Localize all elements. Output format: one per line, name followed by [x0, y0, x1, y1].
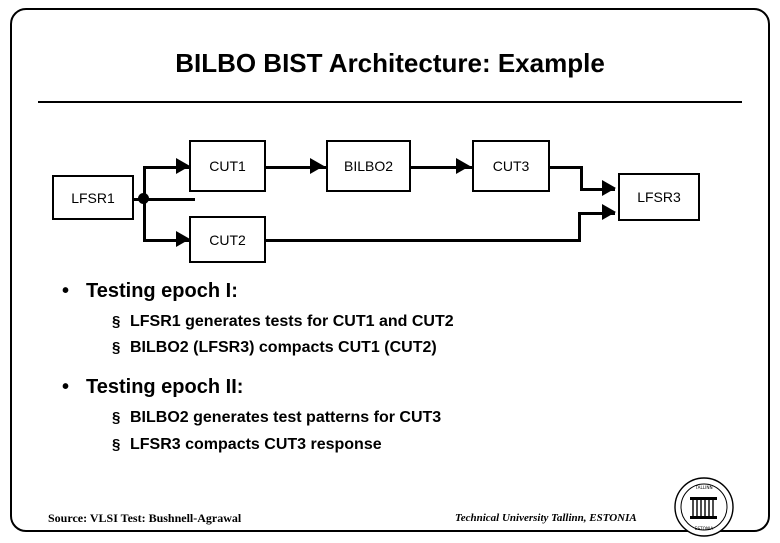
wire-cut3-down — [580, 166, 583, 191]
sub-bullet-epoch-2-item-2-text: LFSR3 compacts CUT3 response — [130, 435, 382, 453]
block-cut3: CUT3 — [472, 140, 550, 192]
arrowhead-cut2-in — [176, 231, 190, 247]
wire-lfsr1-fanout — [143, 166, 146, 242]
block-cut2-label: CUT2 — [209, 231, 246, 248]
page-title: BILBO BIST Architecture: Example — [175, 48, 605, 78]
wire-to-lfsr3-top — [580, 188, 615, 191]
wire-to-lfsr3-bottom — [578, 212, 615, 215]
block-lfsr1-label: LFSR1 — [71, 189, 115, 206]
wire-junction-dot — [138, 193, 149, 204]
arrowhead-bilbo2-in — [310, 158, 324, 174]
sub-bullet-epoch-2-item-1-text: BILBO2 generates test patterns for CUT3 — [130, 409, 442, 427]
sub-bullet-epoch-1-item-2: § BILBO2 (LFSR3) compacts CUT1 (CUT2) — [112, 336, 780, 359]
bullet-epoch-2-text: Testing epoch II: — [86, 376, 244, 399]
sub-bullet-marker: § — [112, 435, 121, 453]
block-cut1: CUT1 — [189, 140, 266, 192]
wire-cut2-up — [578, 212, 581, 242]
slide-border — [10, 8, 770, 532]
sub-bullet-marker: § — [112, 409, 121, 427]
wire-bilbo2-to-cut3 — [410, 166, 472, 169]
bullet-marker: • — [62, 280, 70, 302]
block-cut2: CUT2 — [189, 216, 266, 263]
sub-bullet-epoch-1-item-1: § LFSR1 generates tests for CUT1 and CUT2 — [112, 310, 780, 333]
arrowhead-cut1-in — [176, 158, 190, 174]
university-seal-logo: TALLINN ESTONIA — [673, 476, 735, 538]
arrowhead-lfsr3-in-bottom — [602, 204, 616, 220]
block-cut3-label: CUT3 — [492, 158, 530, 174]
wire-cut2-to-lfsr3 — [265, 239, 580, 242]
affiliation-text: Technical University Tallinn, ESTONIA — [455, 512, 637, 524]
block-lfsr3: LFSR3 — [618, 173, 700, 221]
wire-lfsr1-out — [133, 198, 195, 201]
arrowhead-cut3-in — [456, 158, 470, 174]
sub-bullet-marker: § — [112, 313, 121, 330]
sub-bullet-epoch-2-item-1: § BILBO2 generates test patterns for CUT3 — [112, 406, 780, 429]
sub-bullet-marker: § — [112, 339, 121, 357]
wire-to-cut2 — [143, 239, 191, 242]
block-lfsr3-label: LFSR3 — [637, 189, 681, 205]
block-cut1-label: CUT1 — [209, 158, 246, 174]
bullet-epoch-1-text: Testing epoch I: — [86, 280, 238, 302]
bilbo-bist-architecture-diagram: LFSR1 CUT1 CUT2 BILBO2 CUT3 LFSR3 — [0, 120, 780, 270]
bullet-epoch-2: • Testing epoch II: — [62, 374, 780, 400]
wire-cut1-to-bilbo2 — [265, 166, 327, 169]
bullet-list: • Testing epoch I: § LFSR1 generates tests… — [0, 278, 780, 459]
bullet-spacer — [0, 362, 780, 374]
source-citation: Source: VLSI Test: Bushnell-Agrawal — [48, 511, 242, 525]
bullet-marker: • — [62, 376, 70, 399]
svg-text:ESTONIA: ESTONIA — [695, 526, 714, 531]
block-bilbo2-label: BILBO2 — [343, 158, 394, 174]
sub-bullet-epoch-1-item-2-text: BILBO2 (LFSR3) compacts CUT1 (CUT2) — [130, 339, 437, 357]
sub-bullet-epoch-1-item-1-text: LFSR1 generates tests for CUT1 and CUT2 — [130, 313, 454, 330]
wire-to-cut1 — [143, 166, 191, 169]
svg-text:TALLINN: TALLINN — [694, 485, 712, 490]
block-bilbo2: BILBO2 — [326, 140, 411, 192]
arrowhead-lfsr3-in-top — [602, 180, 616, 196]
bullet-epoch-1: • Testing epoch I: — [62, 278, 780, 304]
sub-bullet-epoch-2-item-2: § LFSR3 compacts CUT3 response — [112, 433, 780, 456]
wire-cut3-out — [549, 166, 583, 169]
block-lfsr1: LFSR1 — [52, 175, 134, 220]
title-divider — [38, 101, 742, 103]
